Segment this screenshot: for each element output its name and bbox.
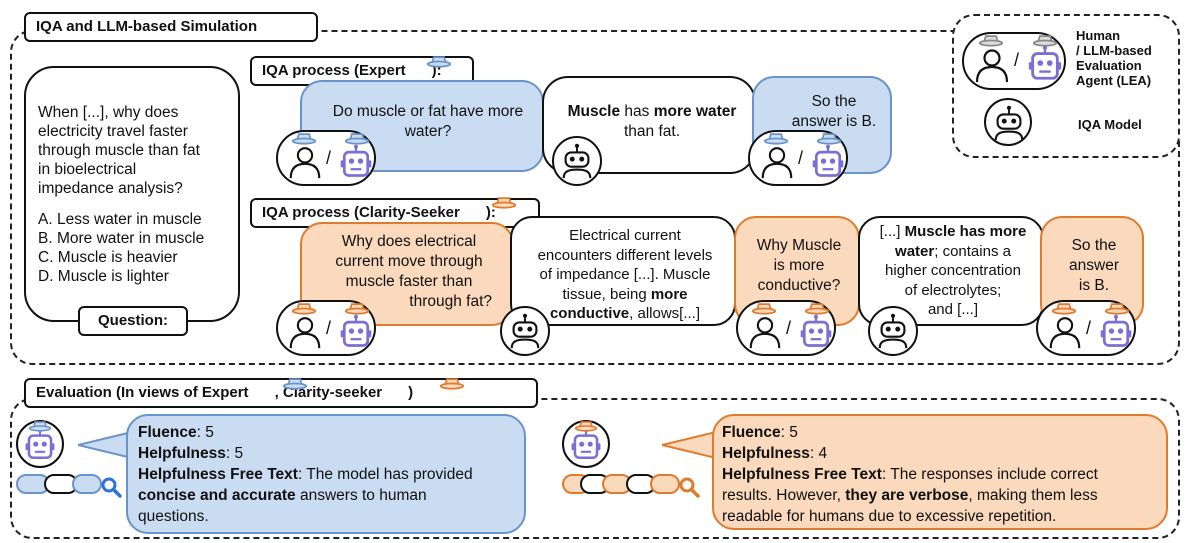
expert-lea-avatar: / — [276, 130, 376, 186]
robot-icon — [1098, 312, 1134, 352]
robot-icon — [1026, 44, 1064, 84]
robot-icon — [569, 428, 603, 462]
expert-hat-icon — [426, 55, 452, 68]
expert-hat-icon — [344, 132, 370, 145]
seeker-evaluation-box: Fluence: 5 Helpfulness: 4 Helpfulness Fr… — [712, 414, 1168, 530]
seeker-hat-icon — [1051, 302, 1077, 315]
expert-hat-icon — [282, 377, 308, 390]
option-a: A. Less water in muscle — [38, 211, 202, 228]
speech-pointer — [662, 430, 716, 460]
person-icon — [758, 140, 796, 182]
question-box: When [...], why does electricity travel … — [24, 66, 240, 322]
expert-model-avatar — [552, 136, 602, 186]
seeker-lea-avatar: / — [1036, 300, 1136, 356]
expert-hat-icon — [816, 132, 842, 145]
lea-legend-avatar: / — [962, 32, 1066, 90]
legend-slash: / — [1014, 50, 1020, 70]
seeker-hat-icon — [344, 302, 370, 315]
seeker-lea-avatar: / — [276, 300, 376, 356]
seeker-hat-icon — [439, 377, 465, 390]
question-label: Question: — [78, 306, 188, 336]
expert-hat-icon — [1032, 34, 1058, 47]
seeker-turn-4: [...] Muscle has more water; contains a … — [858, 216, 1044, 326]
expert-evaluation-box: Fluence: 5 Helpfulness: 5 Helpfulness Fr… — [126, 414, 526, 534]
expert-hat-icon — [28, 420, 52, 432]
expert-evaluator-avatar — [16, 420, 64, 468]
expert-lea-avatar: / — [748, 130, 848, 186]
seeker-hat-icon — [1104, 302, 1130, 315]
expert-hat-icon — [763, 132, 789, 145]
robot-icon — [558, 142, 596, 180]
seeker-lea-avatar: / — [736, 300, 836, 356]
evaluation-region — [10, 398, 1180, 539]
seeker-model-avatar — [868, 306, 918, 356]
seeker-turn-2: Electrical current encounters different … — [510, 216, 736, 326]
person-icon — [972, 42, 1012, 86]
dialog-turn-pill — [650, 474, 680, 494]
dialog-turn-pill — [72, 474, 102, 494]
robot-icon — [990, 104, 1028, 142]
option-d: D. Muscle is lighter — [38, 268, 169, 285]
simulation-title: IQA and LLM-based Simulation — [24, 12, 318, 42]
speech-pointer — [78, 430, 132, 460]
search-icon — [679, 477, 700, 498]
seeker-hat-icon — [291, 302, 317, 315]
seeker-model-avatar — [500, 306, 550, 356]
robot-icon — [874, 312, 912, 350]
simulation-region — [10, 30, 1180, 365]
person-icon — [746, 310, 784, 352]
search-icon — [101, 477, 122, 498]
seeker-hat-icon — [491, 196, 517, 209]
robot-icon — [506, 312, 544, 350]
person-icon — [1046, 310, 1084, 352]
option-c: C. Muscle is heavier — [38, 249, 178, 266]
model-legend-avatar — [984, 98, 1032, 146]
seeker-hat-icon — [574, 420, 598, 432]
expert-hat-icon — [978, 34, 1004, 47]
robot-icon — [810, 142, 846, 182]
person-icon — [286, 140, 324, 182]
model-legend-label: IQA Model — [1078, 117, 1142, 132]
robot-icon — [798, 312, 834, 352]
robot-icon — [23, 428, 57, 462]
robot-icon — [338, 142, 374, 182]
lea-legend-label: Human / LLM-based Evaluation Agent (LEA) — [1076, 28, 1152, 88]
seeker-evaluator-avatar — [562, 420, 610, 468]
option-b: B. More water in muscle — [38, 230, 205, 247]
seeker-hat-icon — [751, 302, 777, 315]
person-icon — [286, 310, 324, 352]
robot-icon — [338, 312, 374, 352]
expert-hat-icon — [291, 132, 317, 145]
seeker-hat-icon — [804, 302, 830, 315]
